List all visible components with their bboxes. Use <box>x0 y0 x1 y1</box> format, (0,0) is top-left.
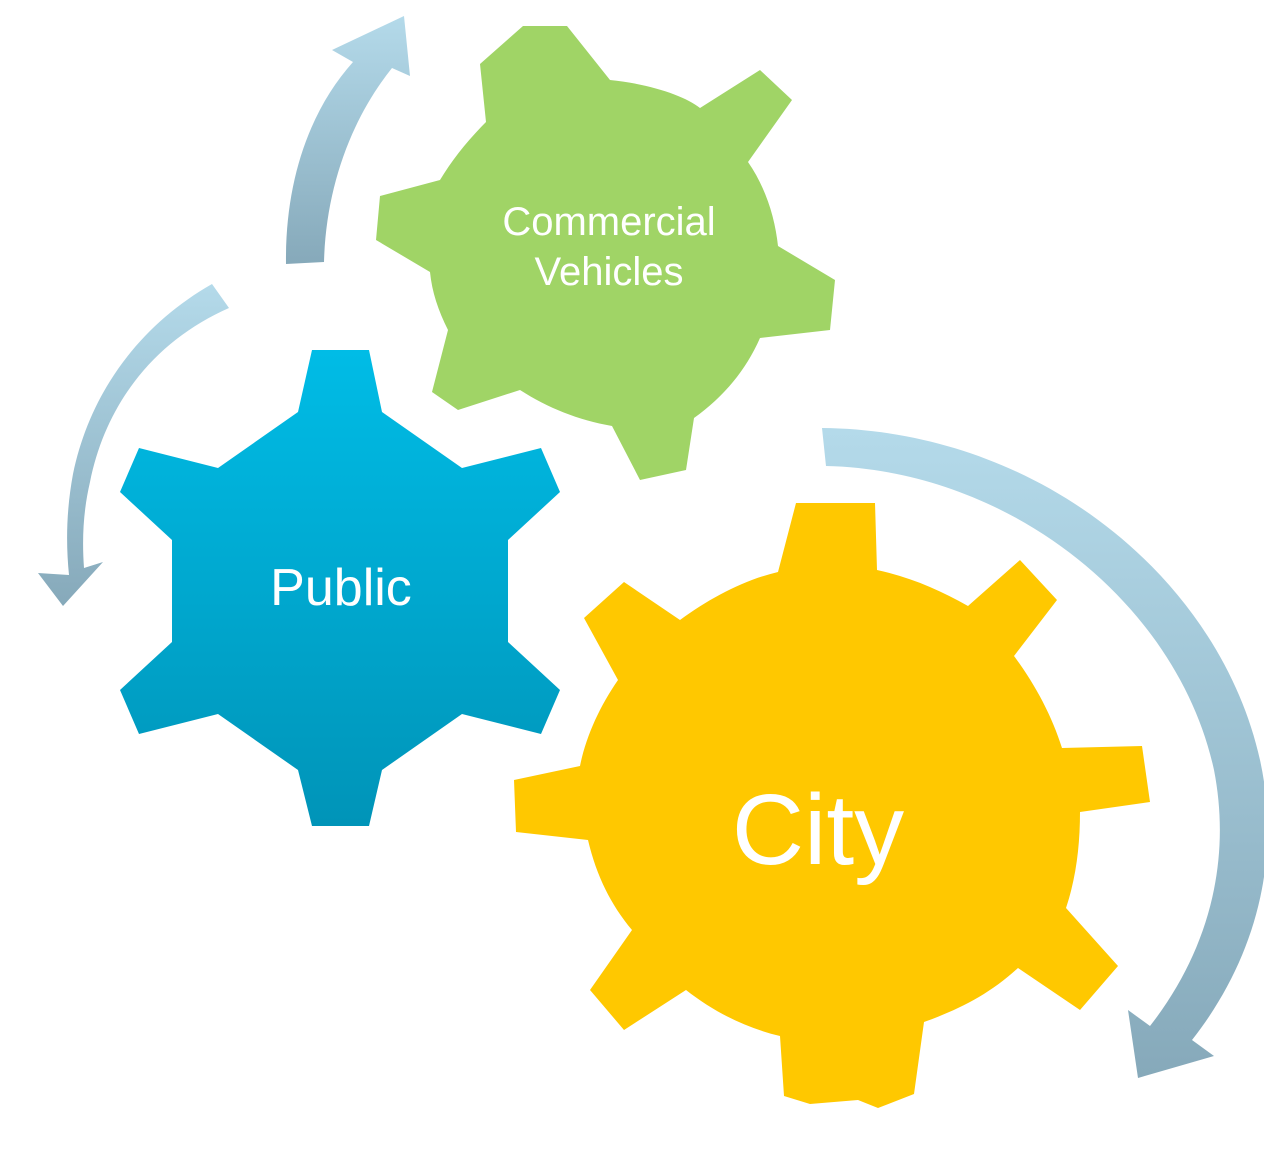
cycle-arrow-top <box>285 16 410 264</box>
cycle-arrow-left <box>38 284 229 606</box>
public-gear: Public <box>120 350 560 826</box>
commercial-gear-label-line2: Vehicles <box>535 250 684 294</box>
city-gear: City <box>514 503 1150 1108</box>
commercial-gear-shape <box>376 26 835 480</box>
city-gear-label: City <box>732 774 904 886</box>
commercial-gear: Commercial Vehicles <box>376 26 835 480</box>
public-gear-shape <box>120 350 560 826</box>
commercial-gear-label-line1: Commercial <box>502 200 715 244</box>
cycle-arrow-right <box>822 428 1264 1078</box>
public-gear-label: Public <box>270 559 412 617</box>
city-gear-shape <box>514 503 1150 1108</box>
